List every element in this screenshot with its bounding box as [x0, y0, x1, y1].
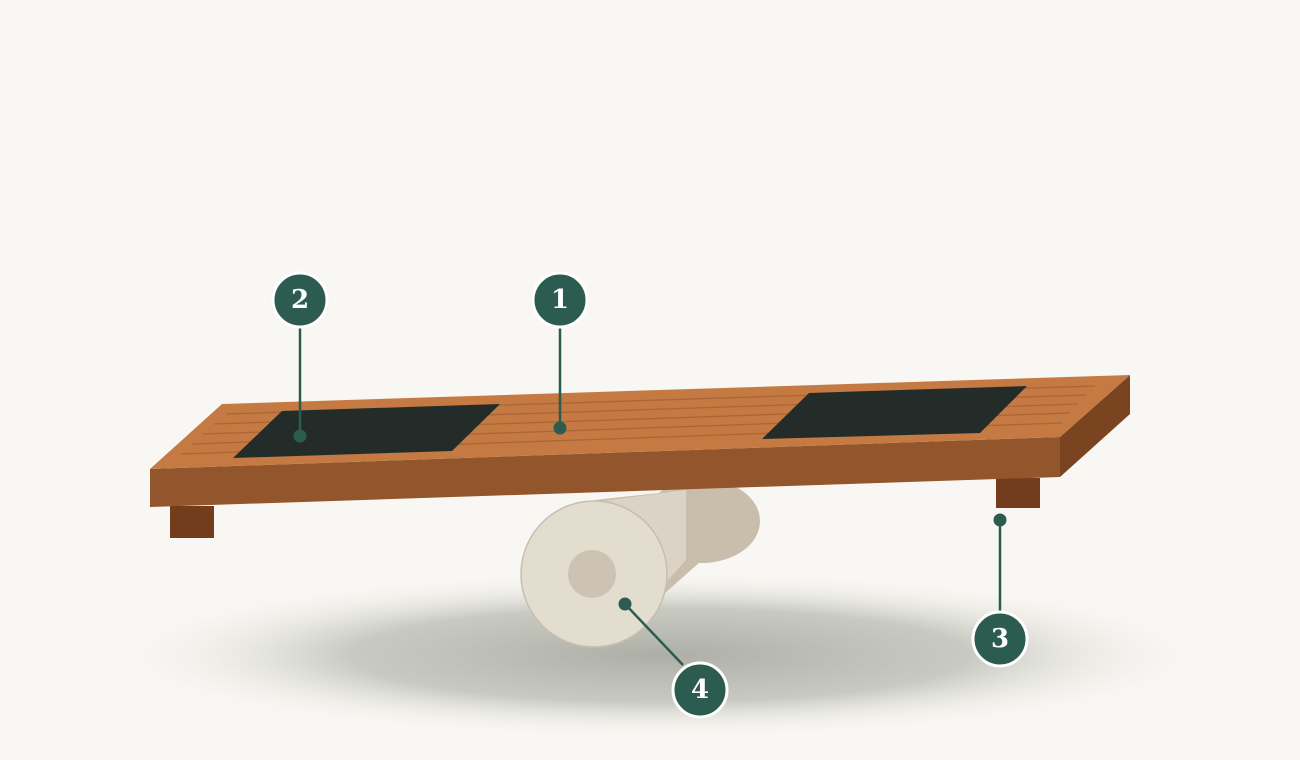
callout-line-4 [624, 603, 684, 666]
roller-hub [568, 550, 616, 598]
deck-side [1060, 375, 1130, 477]
marker-badge [971, 610, 1029, 668]
deck-front [150, 437, 1060, 507]
callout-lines [298, 327, 1002, 666]
callout-dot-4 [618, 597, 632, 611]
marker-label: 1 [551, 285, 569, 315]
end-stopper-left [170, 506, 214, 538]
callout-dot-2 [293, 429, 307, 443]
callout-dot-3 [993, 513, 1007, 527]
callout-dot-1 [553, 421, 567, 435]
marker-badge [671, 661, 729, 719]
callout-dots [293, 421, 1007, 611]
marker-2: 2 [271, 271, 329, 329]
marker-badge [271, 271, 329, 329]
marker-label: 2 [291, 285, 309, 315]
marker-label: 3 [991, 624, 1009, 654]
end-stopper-right [996, 478, 1040, 508]
marker-4: 4 [671, 661, 729, 719]
marker-1: 1 [531, 271, 589, 329]
marker-3: 3 [971, 610, 1029, 668]
grip-pad-right [762, 386, 1027, 439]
roller [520, 479, 760, 648]
ground-shadow [100, 570, 1220, 740]
marker-badge [531, 271, 589, 329]
marker-label: 4 [691, 675, 709, 705]
